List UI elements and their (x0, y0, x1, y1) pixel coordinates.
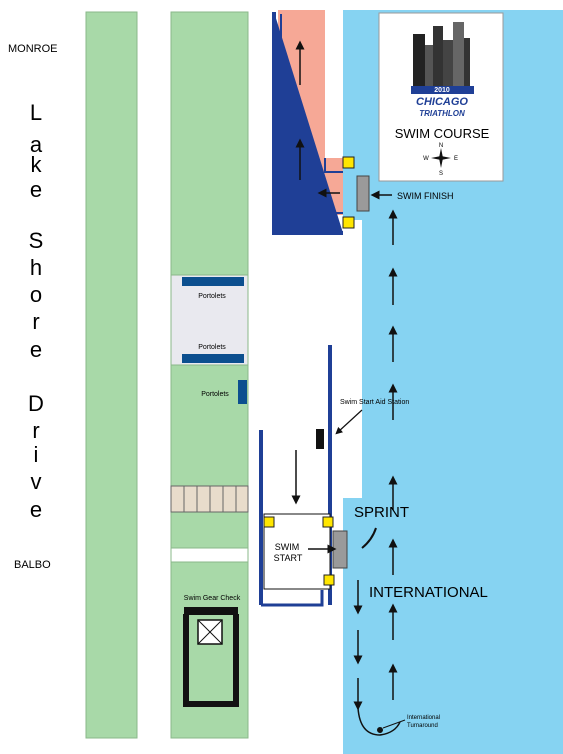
buoy-finish-top (342, 156, 355, 169)
label-intl-turnaround-2: Turnaround (407, 723, 438, 729)
label-sprint: SPRINT (354, 504, 409, 521)
label-portolets-1: Portolets (198, 293, 226, 300)
lsd-letter: r (32, 418, 39, 443)
aid-station-pointer (335, 409, 363, 435)
turnaround-buoy (377, 727, 383, 733)
label-international: INTERNATIONAL (369, 584, 488, 601)
compass-rose (431, 148, 451, 168)
lsd-letter: D (28, 391, 44, 416)
compass-e: E (454, 156, 458, 162)
lsd-letter: e (30, 337, 42, 362)
lsd-letter: L (30, 100, 42, 125)
logo-year: 2010 (434, 87, 450, 94)
buoy-start-left (263, 516, 275, 528)
lsd-letter: S (29, 228, 44, 253)
buoy-start-right (322, 516, 334, 528)
logo-triathlon: TRIATHLON (419, 109, 465, 118)
balbo-crossing (170, 547, 249, 563)
portolets-bar-2 (182, 354, 244, 363)
portolets-area (170, 274, 249, 366)
lsd-letter: v (31, 469, 42, 494)
label-swim-start-2: START (274, 553, 303, 563)
gear-check-top-bar (184, 607, 238, 615)
label-swim-finish: SWIM FINISH (397, 191, 454, 201)
lsd-letter: r (32, 309, 39, 334)
logo-swim-course: SWIM COURSE (395, 126, 490, 141)
gear-check-enclosure (183, 614, 239, 707)
label-balbo: BALBO (14, 559, 51, 571)
label-monroe: MONROE (8, 43, 58, 55)
buoy-start-bottom (323, 574, 335, 586)
chicago-skyline-logo (411, 22, 474, 94)
skyline-building (413, 34, 425, 86)
skyline-ribbon (411, 86, 474, 94)
turnaround-pointer (382, 719, 406, 729)
lsd-letter: o (30, 282, 42, 307)
label-swim-start-aid-station: Swim Start Aid Station (340, 399, 409, 406)
lsd-letter: h (30, 255, 42, 280)
sprint-turn-path (361, 527, 377, 549)
international-turnaround-path (357, 707, 401, 736)
buoy-finish-bottom (342, 216, 355, 229)
lsd-letter: i (34, 442, 39, 467)
portolets-bar-3 (238, 380, 247, 404)
compass-w: W (423, 156, 429, 162)
harbor-dock-wall-inner (280, 14, 343, 214)
compass-we (431, 156, 451, 160)
lake-water (343, 10, 563, 754)
skyline-building (443, 40, 453, 86)
portolets-bar-1 (182, 277, 244, 286)
lake-shore-drive-label: L a k e S h o r e D r i v e (28, 100, 44, 522)
skyline-building (433, 26, 443, 86)
swim-finish-mat (356, 175, 370, 212)
aid-station-marker (316, 429, 324, 449)
finish-dock (324, 158, 343, 173)
lakeshore-median-strip (85, 11, 138, 739)
compass-n: N (439, 143, 443, 149)
label-portolets-3: Portolets (201, 391, 229, 398)
skyline-building (453, 22, 464, 86)
lsd-letter: e (30, 497, 42, 522)
start-dock-bottom (261, 590, 324, 607)
label-swim-gear-check: Swim Gear Check (184, 595, 241, 602)
logo-chicago: CHICAGO (416, 96, 468, 108)
lsd-letter: e (30, 177, 42, 202)
swim-start-mat (332, 530, 348, 569)
compass-s: S (439, 171, 443, 177)
harbor-dock-wall (272, 12, 343, 235)
lsd-letter: k (31, 152, 43, 177)
skyline-building (464, 38, 470, 86)
label-portolets-2: Portolets (198, 344, 226, 351)
skyline-building (425, 45, 433, 86)
gear-check-tent-x2 (197, 619, 223, 645)
label-intl-turnaround-1: International (407, 715, 440, 721)
lsd-letter: a (30, 132, 43, 157)
label-swim-start-1: SWIM (275, 542, 300, 552)
